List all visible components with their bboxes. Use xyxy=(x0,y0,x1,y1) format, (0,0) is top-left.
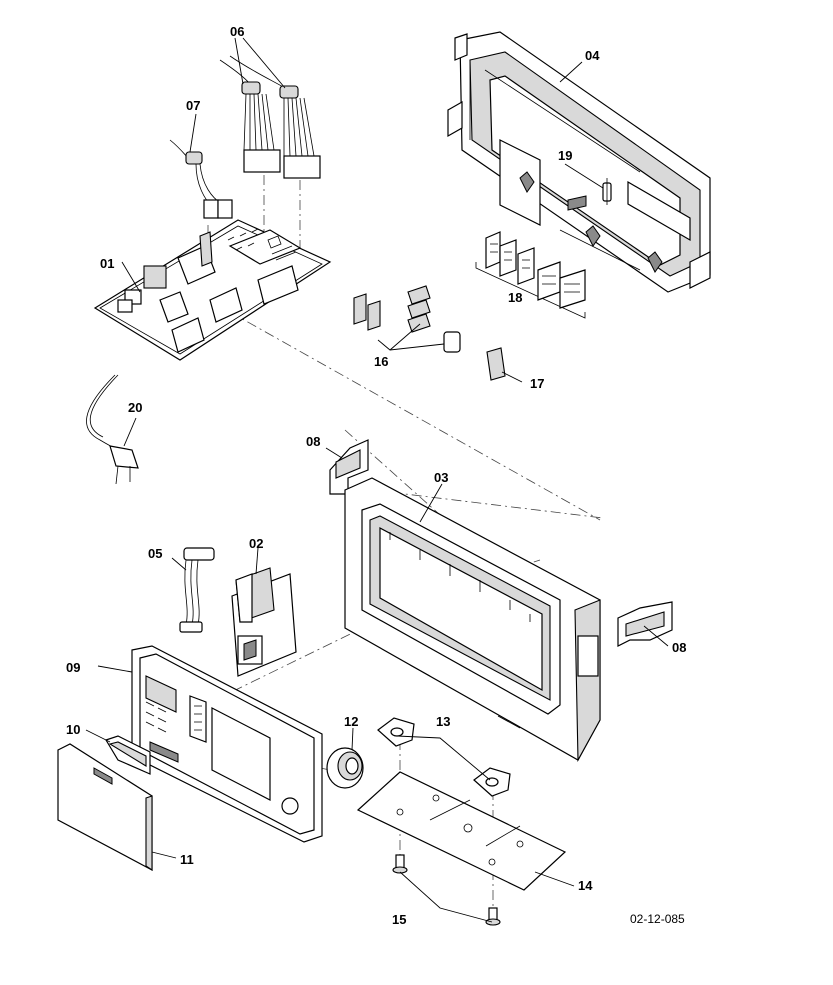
part-14-mounting-plate xyxy=(356,771,567,891)
callout-03: 03 xyxy=(434,470,448,485)
part-17-connector xyxy=(486,347,523,383)
callout-12: 12 xyxy=(344,714,358,729)
callout-07: 07 xyxy=(186,98,200,113)
part-01-main-pcb xyxy=(93,219,332,361)
callout-08-right: 08 xyxy=(672,640,686,655)
part-15-screws xyxy=(392,854,501,926)
callout-14: 14 xyxy=(578,878,593,893)
part-12-knob xyxy=(326,747,364,789)
callout-02: 02 xyxy=(249,536,263,551)
part-07-sensor-harness xyxy=(169,139,233,219)
leader-lines xyxy=(85,37,669,923)
part-03-front-frame xyxy=(344,477,601,763)
part-08-bracket-right xyxy=(617,601,673,647)
part-02-transformer-board xyxy=(231,567,297,677)
callout-labels: 01 02 03 04 05 06 07 08 08 09 10 11 12 1… xyxy=(66,24,686,927)
part-04-rear-frame xyxy=(447,31,711,293)
callout-18: 18 xyxy=(508,290,522,305)
part-09-control-panel xyxy=(131,645,323,843)
callout-01: 01 xyxy=(100,256,114,271)
callout-10: 10 xyxy=(66,722,80,737)
callout-08-left: 08 xyxy=(306,434,320,449)
callout-15: 15 xyxy=(392,912,406,927)
callout-17: 17 xyxy=(530,376,544,391)
part-20-power-cord xyxy=(86,374,139,485)
callout-16: 16 xyxy=(374,354,388,369)
part-08-bracket-left xyxy=(329,439,369,495)
part-06-wiring-harness xyxy=(219,55,321,179)
part-10-clip xyxy=(105,735,151,775)
callout-05: 05 xyxy=(148,546,162,561)
part-11-cover-flap xyxy=(57,743,153,872)
part-18-terminal-blocks xyxy=(475,231,586,319)
part-16-spacers xyxy=(353,285,461,353)
callout-06: 06 xyxy=(230,24,244,39)
part-19-fuse xyxy=(567,178,612,211)
callout-04: 04 xyxy=(585,48,600,63)
callout-09: 09 xyxy=(66,660,80,675)
part-05-ribbon-cable xyxy=(179,547,215,633)
drawing-reference-number: 02-12-085 xyxy=(630,912,685,926)
callout-13: 13 xyxy=(436,714,450,729)
part-13-mounting-clips xyxy=(377,717,511,797)
callout-19: 19 xyxy=(558,148,572,163)
callout-20: 20 xyxy=(128,400,142,415)
callout-11: 11 xyxy=(180,852,194,867)
